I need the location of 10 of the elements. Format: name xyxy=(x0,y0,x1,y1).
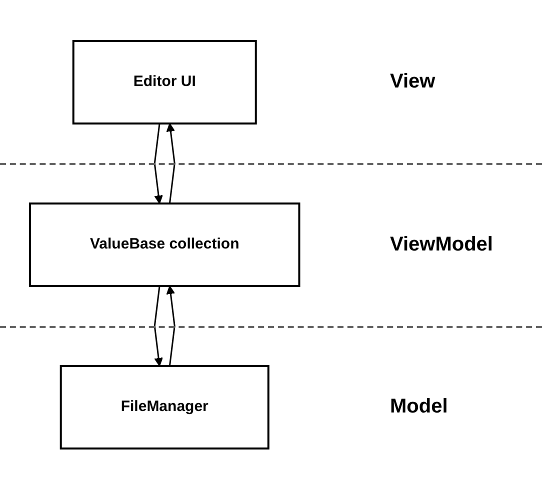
layer-label: View xyxy=(390,70,436,94)
layer-label: Model xyxy=(390,396,448,418)
arrow xyxy=(166,122,176,204)
node-box: FileManager xyxy=(60,364,270,450)
layer-label: ViewModel xyxy=(390,233,493,256)
arrow xyxy=(154,123,164,204)
node-box: Editor UI xyxy=(72,40,258,124)
arrow xyxy=(154,286,164,366)
arrow xyxy=(166,285,176,366)
node-box: ValueBase collection xyxy=(29,202,301,287)
